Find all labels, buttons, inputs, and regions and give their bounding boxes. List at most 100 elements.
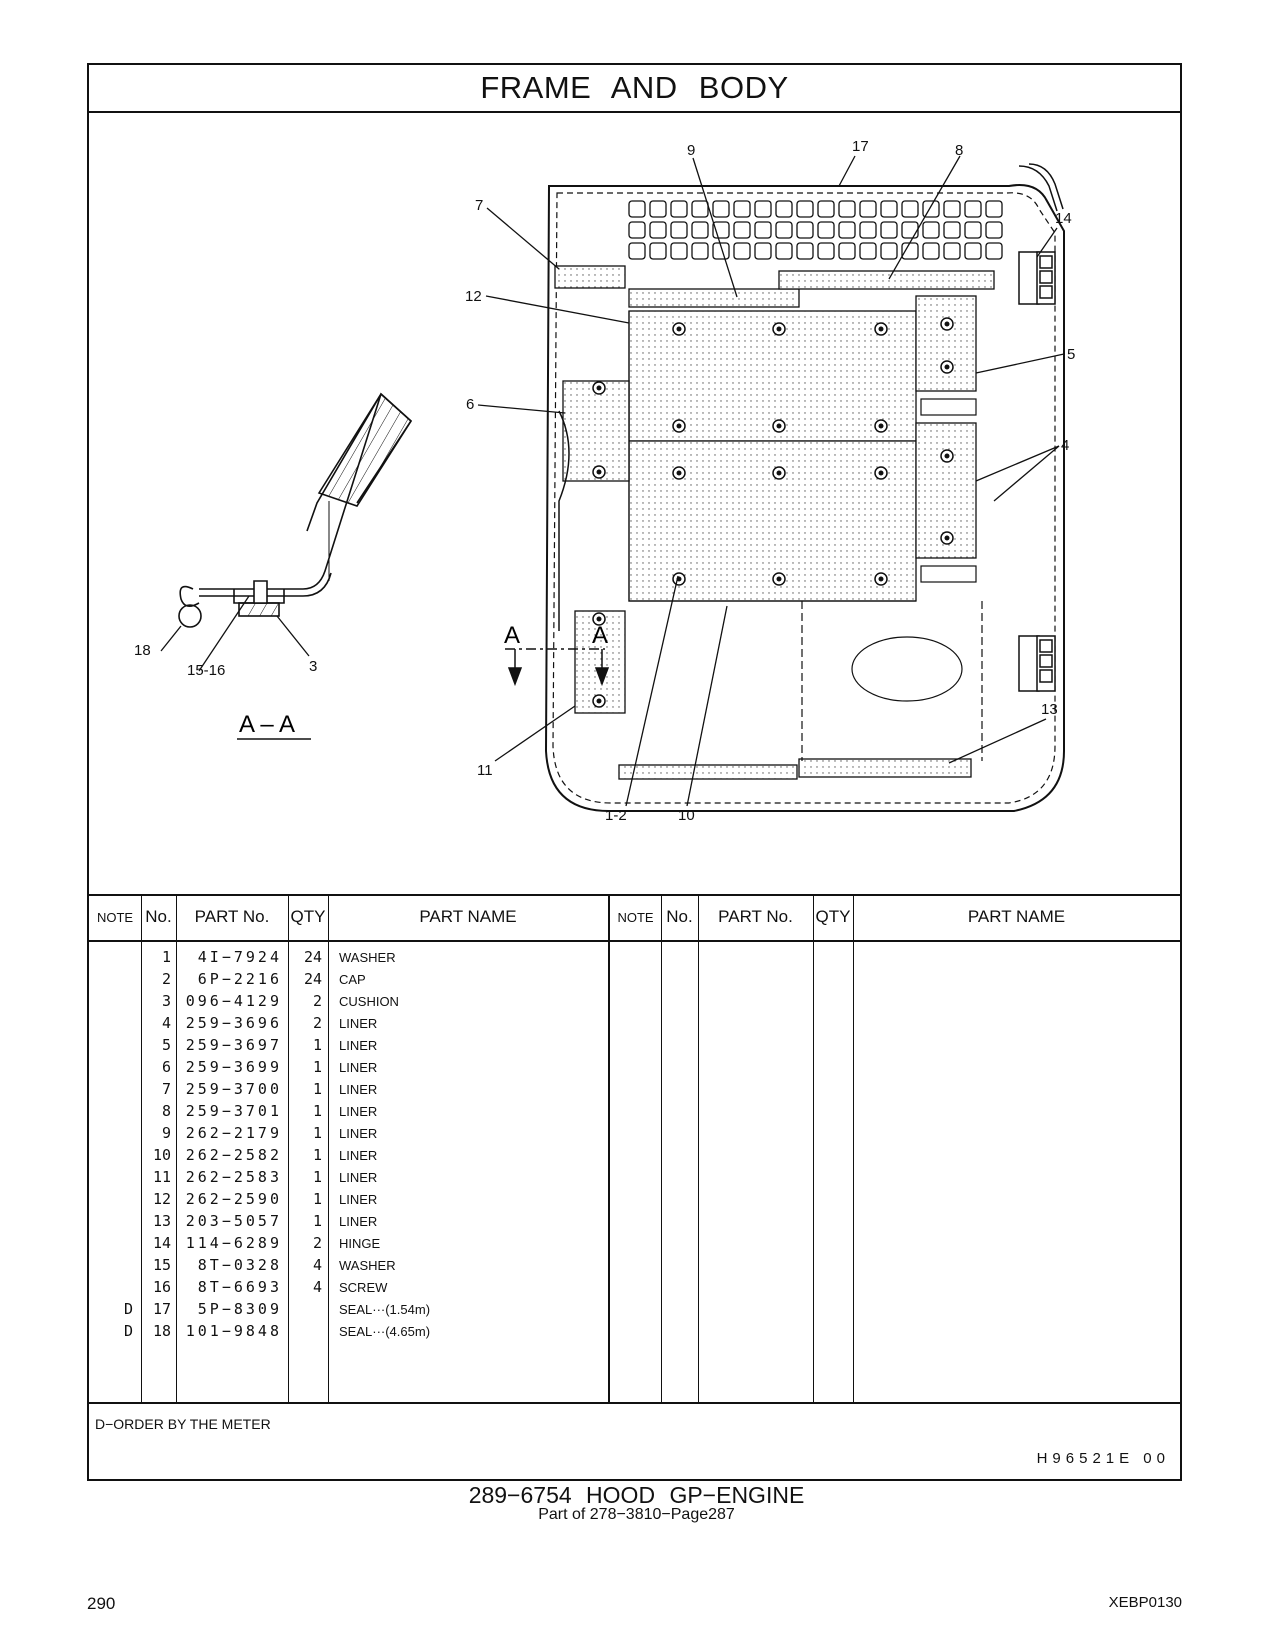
- internal-frame: [558, 311, 983, 761]
- order-note: D−ORDER BY THE METER: [95, 1416, 271, 1432]
- row-number: 9: [161, 1124, 171, 1142]
- header-note: NOTE: [89, 894, 141, 942]
- vent-grid: [628, 200, 1003, 260]
- callout-1-2: 1-2: [605, 807, 627, 824]
- liner-panels: [554, 265, 995, 780]
- row-number: 1: [161, 948, 171, 966]
- row-note: [89, 968, 133, 991]
- row-part-number: 6P−2216: [197, 970, 282, 988]
- row-part-number: 101−9848: [185, 1322, 282, 1340]
- row-part-name: LINER: [339, 1170, 378, 1185]
- header-qty-right: QTY: [813, 894, 853, 942]
- row-note: [89, 1144, 133, 1167]
- row-part-name: WASHER: [339, 950, 396, 965]
- callout-11: 11: [477, 762, 493, 779]
- row-note: [89, 1276, 133, 1299]
- row-qty: 1: [312, 1080, 322, 1098]
- row-qty: 2: [312, 1014, 322, 1032]
- row-number: 3: [161, 992, 171, 1010]
- section-detail: [160, 392, 413, 672]
- row-number: 10: [152, 1146, 171, 1164]
- row-part-number: 203−5057: [185, 1212, 282, 1230]
- row-note: [89, 1166, 133, 1189]
- row-part-number: 262−2582: [185, 1146, 282, 1164]
- row-note: [89, 1034, 133, 1057]
- row-number: 16: [152, 1278, 171, 1296]
- col-no-right: [661, 894, 699, 1402]
- page-title: FRAME AND BODY: [89, 65, 1180, 113]
- row-qty: [288, 1320, 322, 1343]
- callout-13: 13: [1041, 701, 1058, 718]
- callout-6: 6: [466, 396, 474, 413]
- section-cut-marks: [505, 648, 610, 687]
- hinge-lower: [1018, 635, 1056, 692]
- row-part-name: LINER: [339, 1126, 378, 1141]
- row-number: 18: [152, 1322, 171, 1340]
- col-name-left: [328, 894, 610, 1402]
- row-number: 11: [152, 1168, 171, 1186]
- row-qty: 1: [312, 1036, 322, 1054]
- row-number: 13: [152, 1212, 171, 1230]
- callout-8: 8: [955, 142, 963, 159]
- row-qty: 1: [312, 1146, 322, 1164]
- hinge-upper: [1018, 251, 1056, 305]
- row-note: [89, 1056, 133, 1079]
- callout-5: 5: [1067, 346, 1075, 363]
- callout-15-16: 15-16: [187, 662, 225, 679]
- row-part-number: 259−3699: [185, 1058, 282, 1076]
- row-note: [89, 1078, 133, 1101]
- callout-9: 9: [687, 142, 695, 159]
- header-part-name: PART NAME: [328, 894, 608, 942]
- callout-4: 4: [1061, 437, 1069, 454]
- row-number: 4: [161, 1014, 171, 1032]
- row-part-name: WASHER: [339, 1258, 396, 1273]
- callout-18: 18: [134, 642, 151, 659]
- callout-14: 14: [1055, 210, 1072, 227]
- row-part-number: 259−3700: [185, 1080, 282, 1098]
- hood-drawing-svg: 9 17 8 7 14 12 5 6 4 18 15-16 3 11 1-2 1…: [134, 138, 1075, 824]
- col-partno-right: [698, 894, 814, 1402]
- callout-10: 10: [678, 807, 695, 824]
- row-note: [89, 990, 133, 1013]
- row-qty: 1: [312, 1190, 322, 1208]
- row-part-name: LINER: [339, 1148, 378, 1163]
- header-no-right: No.: [661, 894, 698, 942]
- page-number: 290: [87, 1594, 116, 1613]
- row-qty: 24: [303, 970, 322, 988]
- row-note: [89, 946, 133, 969]
- row-part-number: 262−2590: [185, 1190, 282, 1208]
- section-mark-right: A: [592, 622, 608, 649]
- row-note: [89, 1188, 133, 1211]
- row-note: D: [123, 1322, 133, 1340]
- row-part-name: SCREW: [339, 1280, 388, 1295]
- row-note: [89, 1254, 133, 1277]
- header-no: No.: [141, 894, 176, 942]
- row-note: [89, 1210, 133, 1233]
- row-number: 14: [152, 1234, 171, 1252]
- row-number: 6: [161, 1058, 171, 1076]
- row-qty: 4: [312, 1256, 322, 1274]
- col-qty-left: [288, 894, 329, 1402]
- row-qty: 1: [312, 1168, 322, 1186]
- row-qty: 24: [303, 948, 322, 966]
- parts-page-frame: FRAME AND BODY: [87, 63, 1182, 1481]
- row-part-number: 114−6289: [185, 1234, 282, 1252]
- row-part-name: HINGE: [339, 1236, 381, 1251]
- row-part-name: LINER: [339, 1192, 378, 1207]
- row-qty: 1: [312, 1124, 322, 1142]
- header-note-right: NOTE: [610, 894, 661, 942]
- row-qty: 2: [312, 1234, 322, 1252]
- section-mark-left: A: [504, 622, 520, 649]
- row-part-number: 8T−6693: [197, 1278, 282, 1296]
- row-note: [89, 1122, 133, 1145]
- row-part-name: LINER: [339, 1038, 378, 1053]
- row-part-number: 096−4129: [185, 992, 282, 1010]
- row-number: 7: [161, 1080, 171, 1098]
- callout-3: 3: [309, 658, 317, 675]
- assembly-title: 289−6754 HOOD GP−ENGINE: [468, 1482, 805, 1508]
- row-number: 8: [161, 1102, 171, 1120]
- row-part-name: CAP: [339, 972, 366, 987]
- row-number: 15: [152, 1256, 171, 1274]
- row-qty: 1: [312, 1102, 322, 1120]
- col-no-left: [141, 894, 177, 1402]
